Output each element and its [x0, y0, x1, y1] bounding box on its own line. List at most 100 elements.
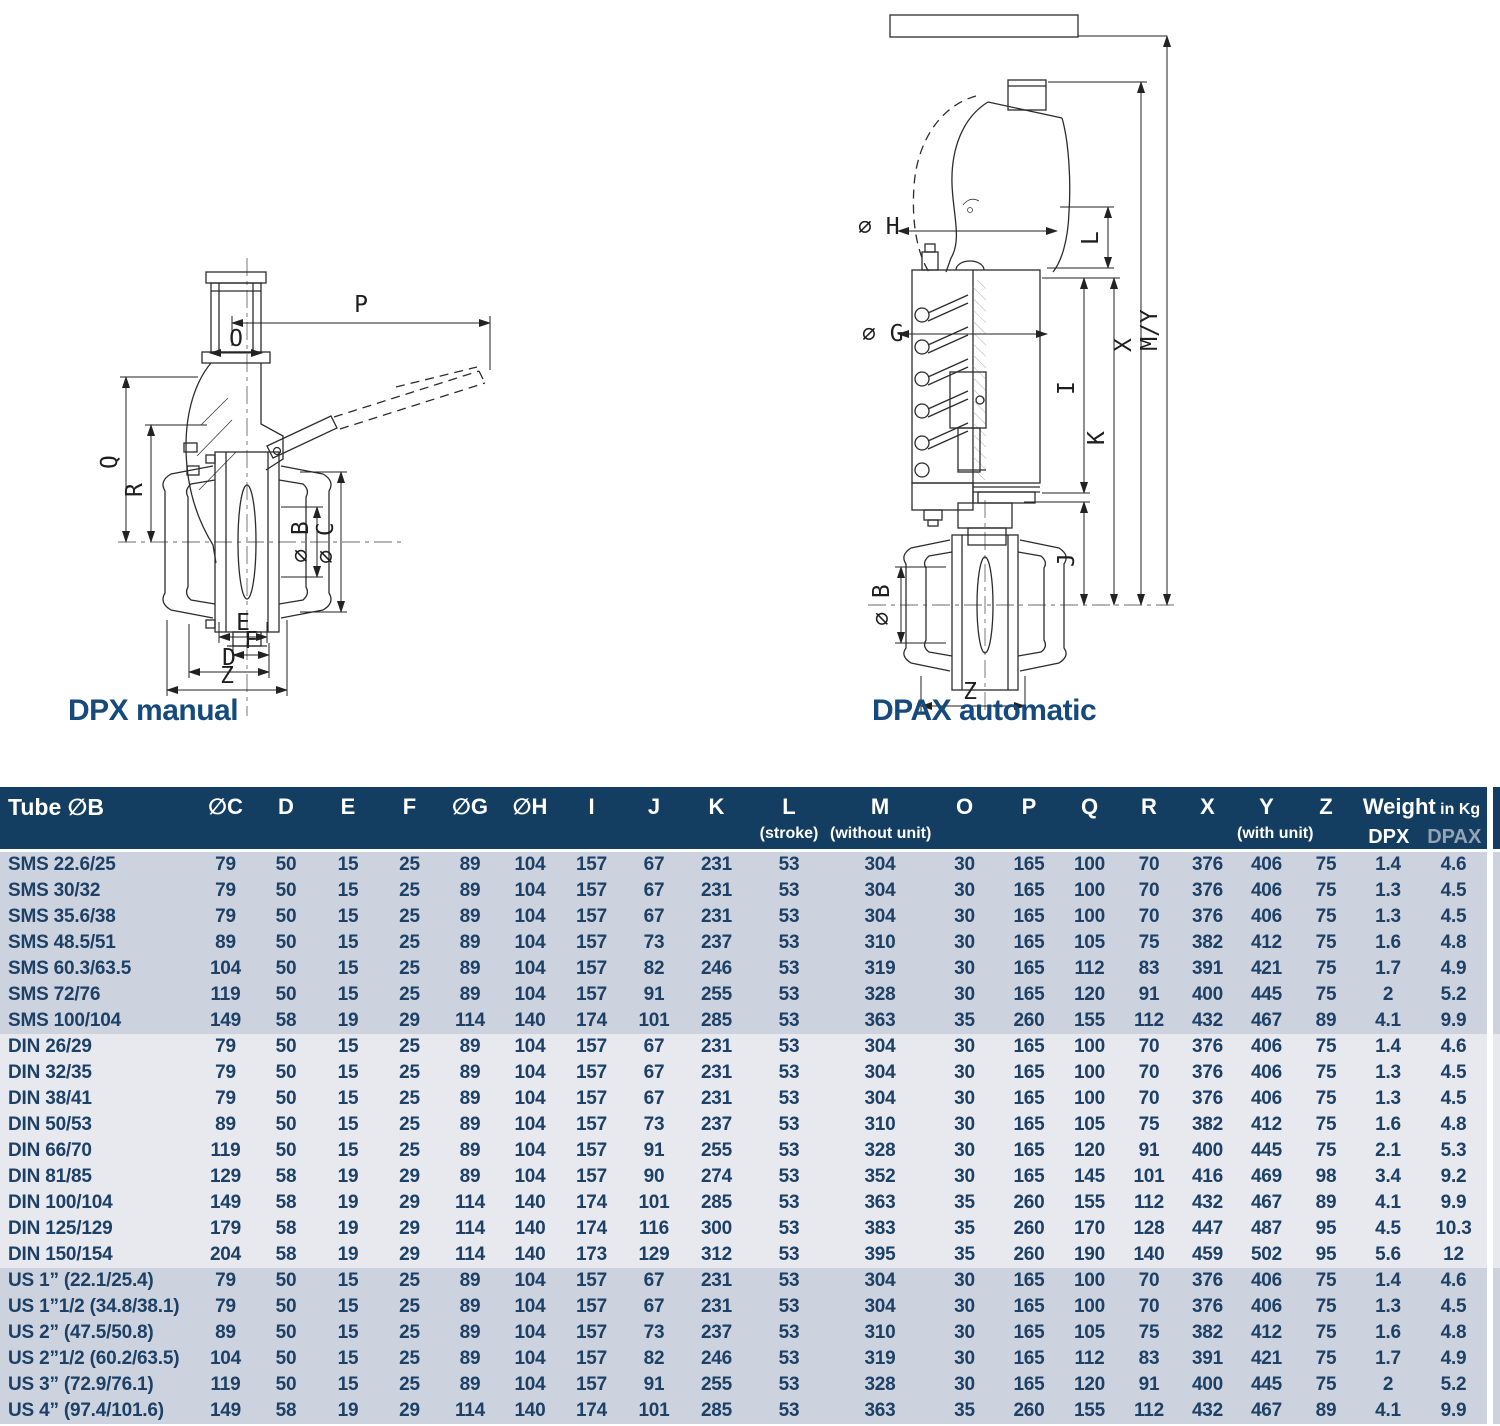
cell: 35 [954, 1218, 975, 1239]
cell: 4.8 [1440, 1322, 1467, 1343]
column-header-H: ∅H [512, 794, 548, 819]
column-header-K: K [708, 794, 725, 819]
cell: 98 [1315, 1166, 1337, 1187]
cell: 4.5 [1375, 1218, 1401, 1239]
cell: 4.1 [1375, 1192, 1401, 1213]
cell: 2 [1382, 984, 1394, 1005]
cell: 9.9 [1440, 1010, 1467, 1031]
cell: 376 [1191, 1062, 1224, 1083]
cell: 383 [864, 1218, 896, 1239]
cell: 165 [1013, 1322, 1045, 1343]
dim-label-o: O [229, 326, 243, 352]
cell: 75 [1315, 1348, 1337, 1369]
cell: 100 [1073, 1088, 1106, 1109]
cell: 53 [778, 1374, 800, 1395]
cell: 75 [1315, 1140, 1337, 1161]
cell: 1.3 [1375, 906, 1401, 927]
cell: 89 [459, 1140, 481, 1161]
cell: 112 [1133, 1400, 1165, 1421]
cell: 53 [778, 1166, 800, 1187]
cell: 165 [1013, 1270, 1045, 1291]
cell: 89 [459, 984, 481, 1005]
cell: 157 [575, 1140, 608, 1161]
cell: 89 [1315, 1400, 1337, 1421]
cell: 58 [275, 1192, 297, 1213]
cell: 145 [1073, 1166, 1106, 1187]
cell: 50 [275, 1088, 297, 1109]
cell: 400 [1191, 1140, 1224, 1161]
cell: 19 [337, 1010, 359, 1031]
cell: 114 [454, 1244, 486, 1265]
cell: 104 [514, 1062, 546, 1083]
cell: 104 [514, 854, 546, 875]
cell: 432 [1191, 1010, 1224, 1031]
cell: 406 [1250, 1062, 1283, 1083]
cell: 75 [1315, 1114, 1337, 1135]
cell: 304 [864, 1062, 896, 1083]
cell: 50 [275, 906, 297, 927]
cell: 50 [275, 1140, 297, 1161]
cell: 1.6 [1375, 1114, 1401, 1135]
cell: 255 [700, 1374, 733, 1395]
cell: 412 [1250, 1322, 1283, 1343]
row-label: DIN 26/29 [8, 1036, 92, 1057]
cell: 50 [275, 1374, 297, 1395]
cell: 70 [1138, 1088, 1160, 1109]
cell: 190 [1073, 1244, 1106, 1265]
cell: 30 [954, 1166, 975, 1187]
dim-label-z: Z [220, 663, 234, 689]
cell: 231 [700, 1036, 733, 1057]
cell: 15 [337, 1036, 359, 1057]
cell: 9.9 [1440, 1192, 1467, 1213]
cell: 328 [864, 984, 896, 1005]
row-label: DIN 66/70 [8, 1140, 92, 1161]
cell: 15 [337, 1348, 359, 1369]
cell: 149 [209, 1192, 242, 1213]
column-header-P: P [1021, 794, 1037, 819]
column-header-C: ∅C [208, 794, 243, 819]
cell: 25 [399, 854, 420, 875]
cell: 432 [1191, 1400, 1224, 1421]
cell: 416 [1191, 1166, 1224, 1187]
cell: 53 [778, 1270, 800, 1291]
cell: 29 [399, 1166, 420, 1187]
cell: 285 [700, 1400, 733, 1421]
cell: 105 [1073, 1114, 1106, 1135]
cell: 19 [337, 1244, 359, 1265]
cell: 165 [1013, 1166, 1045, 1187]
cell: 1.3 [1375, 1296, 1401, 1317]
cell: 105 [1073, 932, 1106, 953]
cell: 4.8 [1440, 932, 1467, 953]
cell: 50 [275, 1348, 297, 1369]
cell: 157 [575, 1296, 608, 1317]
cell: 30 [954, 1062, 975, 1083]
cell: 89 [215, 1322, 236, 1343]
cell: 1.3 [1375, 880, 1401, 901]
cell: 363 [864, 1192, 896, 1213]
cell: 67 [643, 906, 665, 927]
cell: 140 [514, 1218, 546, 1239]
cell: 50 [275, 1296, 297, 1317]
cell: 4.5 [1440, 880, 1467, 901]
cell: 101 [1133, 1166, 1165, 1187]
cell: 25 [399, 906, 420, 927]
cell: 116 [638, 1218, 670, 1239]
cell: 30 [954, 1270, 975, 1291]
cell: 382 [1191, 1322, 1224, 1343]
cell: 4.5 [1440, 906, 1467, 927]
cell: 89 [459, 932, 481, 953]
cell: 30 [954, 854, 975, 875]
cell: 25 [399, 1036, 420, 1057]
cell: 100 [1073, 906, 1106, 927]
cell: 91 [1138, 1374, 1160, 1395]
cell: 406 [1250, 1088, 1283, 1109]
cell: 91 [643, 1140, 665, 1161]
cell: 25 [399, 1322, 420, 1343]
cell: 53 [778, 1192, 800, 1213]
cell: 100 [1073, 854, 1106, 875]
